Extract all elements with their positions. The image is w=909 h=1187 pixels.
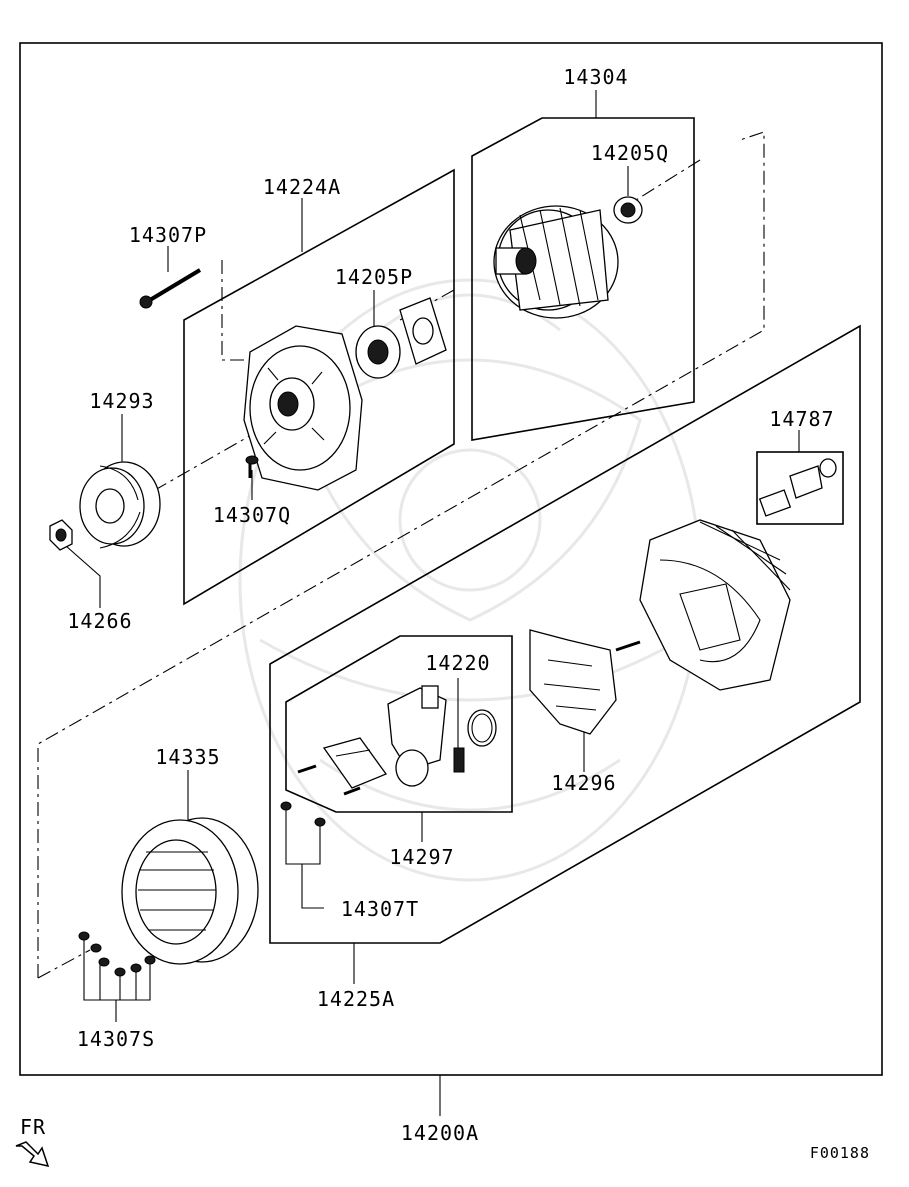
label-14296: 14296 xyxy=(551,771,616,795)
regulator-part xyxy=(387,685,465,787)
bearing-14205p-part xyxy=(355,325,401,379)
stator-part xyxy=(121,817,259,965)
label-14335: 14335 xyxy=(155,745,220,769)
label-14200a: 14200A xyxy=(401,1121,479,1145)
screws-14307s-part xyxy=(78,931,156,977)
label-14307p: 14307P xyxy=(129,223,207,247)
label-14304: 14304 xyxy=(563,65,628,89)
front-indicator-label: FR xyxy=(20,1115,46,1139)
group-box-14297 xyxy=(285,635,513,813)
label-14293: 14293 xyxy=(89,389,154,413)
label-14205q: 14205Q xyxy=(591,141,669,165)
group-box-14225a xyxy=(269,324,861,944)
label-14297: 14297 xyxy=(389,845,454,869)
front-arrow-icon xyxy=(15,1141,50,1168)
front-housing-part xyxy=(243,325,363,491)
bearing-14205q-part xyxy=(613,196,643,224)
bearing-retainer-plate xyxy=(399,297,447,365)
rear-housing-part xyxy=(639,519,791,691)
label-14205p: 14205P xyxy=(335,265,413,289)
label-14220: 14220 xyxy=(425,651,490,675)
figure-code: F00188 xyxy=(810,1144,870,1162)
rectifier-part xyxy=(529,629,641,735)
terminal-bolt-part xyxy=(758,458,837,517)
group-box-14304 xyxy=(471,117,695,441)
group-box-14224a xyxy=(183,168,455,606)
brush-holder-part xyxy=(297,737,388,796)
o-ring-part xyxy=(467,709,497,747)
screw-14307q-part xyxy=(245,455,259,478)
label-14307t: 14307T xyxy=(341,897,419,921)
label-14225a: 14225A xyxy=(317,987,395,1011)
leader-lines xyxy=(65,90,800,1116)
outer-frame xyxy=(19,42,883,1076)
group-box-14787 xyxy=(756,451,844,525)
label-14224a: 14224A xyxy=(263,175,341,199)
screws-14307t-part xyxy=(280,801,326,827)
pulley-part xyxy=(79,461,161,549)
label-14307q: 14307Q xyxy=(213,503,291,527)
label-14787: 14787 xyxy=(769,407,834,431)
nut-part xyxy=(49,519,73,551)
rotor-part xyxy=(493,205,619,319)
label-14307s: 14307S xyxy=(77,1027,155,1051)
bolt-14307p-part xyxy=(139,268,202,309)
label-14266: 14266 xyxy=(67,609,132,633)
